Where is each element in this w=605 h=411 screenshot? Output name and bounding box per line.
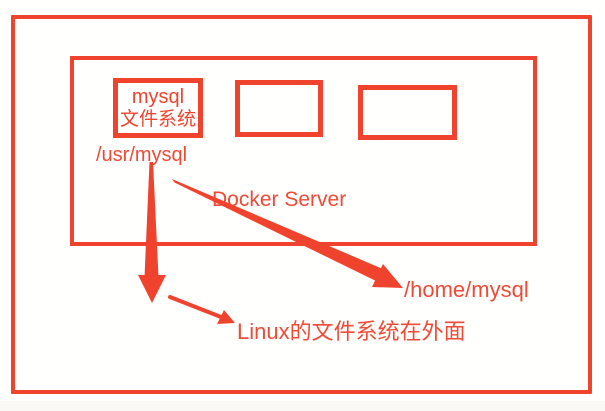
docker-server-label: Docker Server: [212, 188, 347, 211]
container-box-3: [358, 85, 457, 140]
home-mysql-label: /home/mysql: [404, 277, 529, 302]
host-boundary-box: [11, 15, 592, 394]
usr-mysql-label: /usr/mysql: [96, 144, 188, 166]
mysql-box-title: mysql: [131, 85, 185, 108]
mysql-filesystem-box: mysql 文件系统: [113, 78, 203, 138]
bottom-strip: [0, 401, 605, 411]
container-box-2: [235, 80, 323, 137]
mysql-box-subtitle: 文件系统: [119, 108, 196, 130]
linux-note-label: Linux的文件系统在外面: [237, 319, 466, 344]
